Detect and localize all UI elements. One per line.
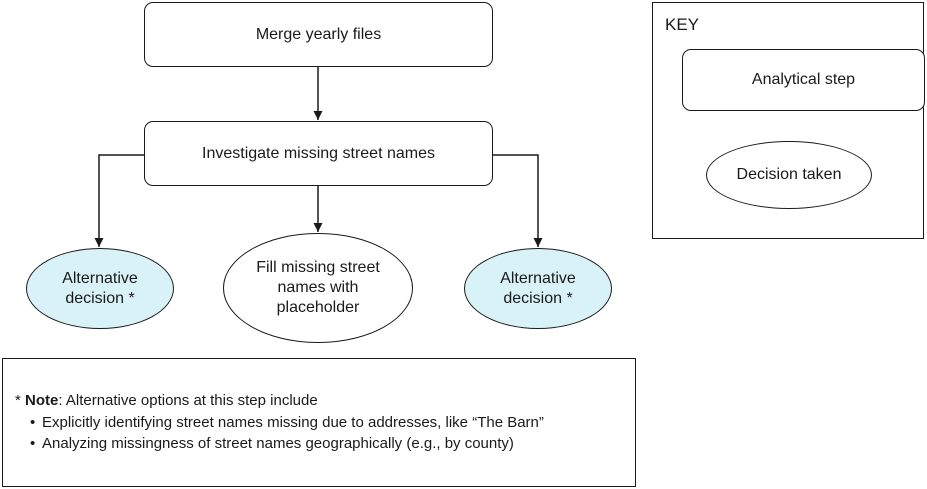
key-analytical-step-label: Analytical step [751, 71, 856, 88]
note-asterisk: * [15, 392, 26, 409]
alternative-decision-right-label: Alternative decision * [500, 269, 576, 307]
key-decision-taken-sample: Decision taken [706, 141, 872, 209]
alternative-decision-left: Alternative decision * [26, 248, 174, 329]
note-option-item: Explicitly identifying street names miss… [30, 414, 544, 435]
alternative-decision-right: Alternative decision * [464, 248, 612, 329]
note-intro-text: : Alternative options at this step inclu… [58, 392, 318, 409]
merge-yearly-files-step: Merge yearly files [144, 2, 493, 67]
fill-missing-street-names-decision: Fill missing street names with placehold… [223, 233, 413, 343]
note-options-list: Explicitly identifying street names miss… [30, 414, 544, 456]
investigate-missing-street-names-label: Investigate missing street names [202, 144, 435, 162]
key-analytical-step-sample: Analytical step [682, 49, 925, 111]
arrow-investigate-to-alt-right [493, 154, 543, 247]
note-bold-label: Note [25, 392, 59, 409]
note-box: * Note: Alternative options at this step… [2, 358, 636, 487]
alternative-decision-left-label: Alternative decision * [62, 269, 138, 307]
note-option-item: Analyzing missingness of street names ge… [30, 435, 544, 456]
fill-missing-street-names-label: Fill missing street names with placehold… [256, 259, 380, 316]
merge-yearly-files-label: Merge yearly files [255, 25, 382, 43]
key-title: KEY [665, 15, 700, 34]
arrow-investigate-to-alt-left [94, 154, 144, 247]
note-heading: * Note: Alternative options at this step… [15, 392, 318, 409]
investigate-missing-street-names-step: Investigate missing street names [144, 121, 493, 186]
key-decision-taken-label: Decision taken [736, 166, 842, 183]
